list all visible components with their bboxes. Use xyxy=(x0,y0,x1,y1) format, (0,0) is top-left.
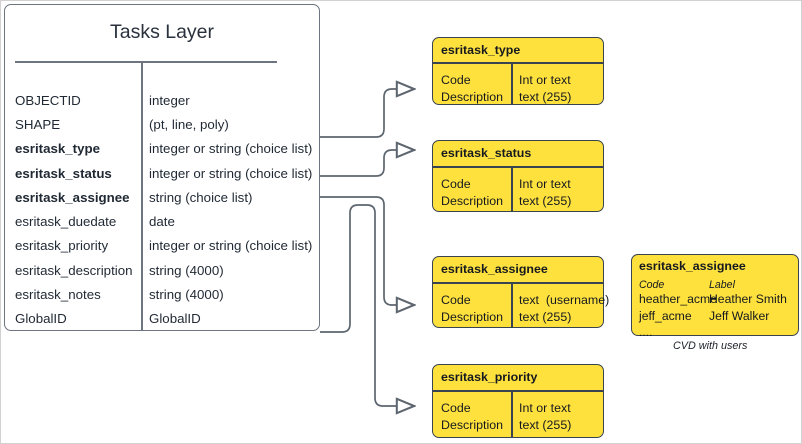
domain-box-title: esritask_priority xyxy=(441,370,538,384)
domain-box-esritask-status[interactable]: esritask_status Code Description Int or … xyxy=(432,140,604,212)
page-title: Tasks Layer xyxy=(109,21,215,43)
table-row: esritask_notes string (4000) xyxy=(5,282,319,306)
domain-box-title: esritask_assignee xyxy=(441,262,548,276)
connector-esritask-status xyxy=(320,150,415,177)
column-divider xyxy=(511,391,513,437)
table-row: esritask_duedate date xyxy=(5,209,319,233)
title-divider xyxy=(433,390,603,392)
header-divider xyxy=(15,61,277,63)
field-name: esritask_status xyxy=(15,165,112,181)
cvd-code-header: Code xyxy=(639,279,665,291)
connector-esritask-assignee xyxy=(320,196,415,305)
field-type: integer or string (choice list) xyxy=(149,141,313,157)
column-divider xyxy=(511,63,513,104)
field-type: (pt, line, poly) xyxy=(149,116,229,132)
cvd-label-header: Label xyxy=(709,279,735,291)
domain-type-column: Int or text text (255) xyxy=(519,401,572,432)
field-name: esritask_duedate xyxy=(15,214,117,230)
domain-type-column: Int or text text (255) xyxy=(519,177,572,208)
domain-box-esritask-priority[interactable]: esritask_priority Code Description Int o… xyxy=(432,364,604,438)
domain-box-title: esritask_status xyxy=(441,146,532,160)
field-type: date xyxy=(149,214,175,230)
field-type: integer or string (choice list) xyxy=(149,238,313,254)
cvd-caption: CVD with users xyxy=(673,340,748,352)
table-row: esritask_status integer or string (choice… xyxy=(5,161,319,185)
domain-box-esritask-assignee[interactable]: esritask_assignee Code Description text … xyxy=(432,256,609,328)
domain-box-esritask-type[interactable]: esritask_type Code Description Int or te… xyxy=(432,37,604,105)
field-name: esritask_notes xyxy=(15,287,101,303)
field-name: SHAPE xyxy=(15,116,61,132)
field-type: string (4000) xyxy=(149,287,224,303)
table-row: esritask_assignee string (choice list) xyxy=(5,185,319,209)
field-type: string (4000) xyxy=(149,262,224,278)
title-divider xyxy=(433,166,603,168)
domain-type-column: Int or text text (255) xyxy=(519,73,572,104)
domain-code-column: Code Description xyxy=(441,293,503,324)
table-row: OBJECTID integer xyxy=(5,88,319,112)
field-type: string (choice list) xyxy=(149,189,253,205)
field-name: OBJECTID xyxy=(15,92,81,108)
field-name: esritask_description xyxy=(15,262,133,278)
column-divider xyxy=(511,283,513,327)
field-name: GlobalID xyxy=(15,311,67,327)
table-row: esritask_priority integer or string (choi… xyxy=(5,234,319,258)
table-row: SHAPE (pt, line, poly) xyxy=(5,112,319,136)
table-row: esritask_type integer or string (choice l… xyxy=(5,137,319,161)
field-type: GlobalID xyxy=(149,311,201,327)
table-row: GlobalID GlobalID xyxy=(5,307,319,331)
field-name: esritask_priority xyxy=(15,238,109,254)
domain-code-column: Code Description xyxy=(441,401,503,432)
domain-code-column: Code Description xyxy=(441,73,503,104)
cvd-box-title: esritask_assignee xyxy=(639,259,746,273)
domain-box-title: esritask_type xyxy=(441,43,521,57)
cvd-label-values: Heather Smith Jeff Walker xyxy=(709,292,787,323)
domain-type-column: text (username) text (255) xyxy=(519,293,610,324)
connector-esritask-priority xyxy=(320,204,415,406)
title-divider xyxy=(433,62,603,64)
domain-code-column: Code Description xyxy=(441,177,503,208)
column-divider xyxy=(141,62,143,330)
field-name: esritask_type xyxy=(15,141,101,157)
connector-esritask-type xyxy=(320,89,415,138)
column-divider xyxy=(511,167,513,211)
table-row: esritask_description string (4000) xyxy=(5,258,319,282)
cvd-code-values: heather_acme jeff_acme .... xyxy=(639,292,717,339)
field-type: integer or string (choice list) xyxy=(149,165,313,181)
field-name: esritask_assignee xyxy=(15,189,130,205)
cvd-values-box[interactable]: esritask_assignee Code Label heather_acm… xyxy=(631,254,799,339)
title-divider xyxy=(433,282,603,284)
field-type: integer xyxy=(149,92,190,108)
